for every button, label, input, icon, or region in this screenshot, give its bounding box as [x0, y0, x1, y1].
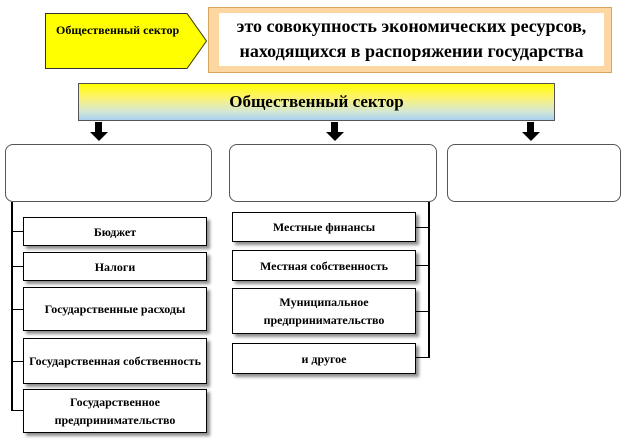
left-connector-tick	[11, 231, 23, 232]
middle-connector-tick	[416, 357, 429, 358]
main-header: Общественный сектор	[78, 83, 555, 121]
middle-item-local-property: Местная собственность	[232, 250, 416, 281]
sector-tag-outline	[45, 13, 207, 69]
middle-connector-tick	[416, 311, 429, 312]
left-connector-tick	[11, 410, 23, 411]
sector-tag	[45, 13, 207, 69]
left-item-state-expenses: Государственные расходы	[23, 287, 207, 331]
sector-tag-label: Общественный сектор	[56, 23, 180, 37]
definition-text: это совокупность экономических ресурсов,…	[219, 13, 604, 66]
middle-connector-vertical	[428, 202, 430, 358]
middle-item-other: и другое	[232, 343, 416, 374]
category-box-right	[447, 144, 621, 202]
category-box-left	[5, 144, 212, 202]
middle-item-local-finance: Местные финансы	[232, 212, 416, 242]
left-connector-vertical	[11, 202, 13, 411]
arrow-down-icon	[325, 132, 344, 141]
arrow-down-icon	[89, 132, 108, 141]
left-item-budget: Бюджет	[23, 217, 207, 246]
category-box-middle	[229, 144, 437, 202]
left-item-taxes: Налоги	[23, 252, 207, 281]
left-item-state-property: Государственная собственность	[23, 338, 207, 384]
left-item-state-enterprise: Государственное предпринимательство	[23, 389, 207, 433]
arrow-left-stem	[95, 122, 102, 132]
middle-connector-tick	[416, 227, 429, 228]
middle-connector-tick	[416, 265, 429, 266]
left-connector-tick	[11, 309, 23, 310]
arrow-middle-stem	[331, 122, 338, 132]
left-connector-tick	[11, 266, 23, 267]
arrow-down-icon	[521, 132, 540, 141]
left-connector-tick	[11, 361, 23, 362]
arrow-right-stem	[527, 122, 534, 132]
middle-item-municipal-enterprise: Муниципальное предпринимательство	[232, 288, 416, 334]
